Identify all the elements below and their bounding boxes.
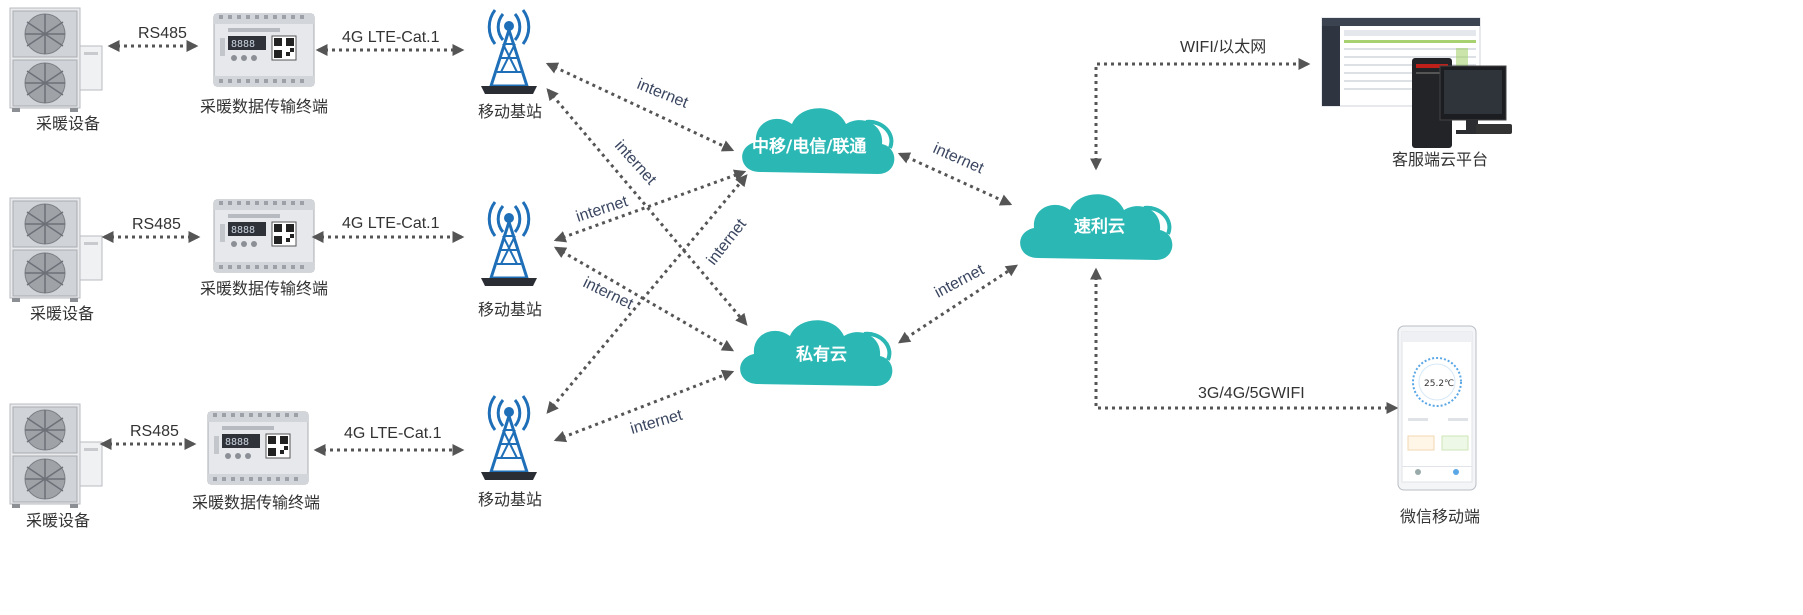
cell-tower-3 (479, 394, 539, 482)
data-terminal-1 (212, 12, 316, 88)
terminal-label-3: 采暖数据传输终端 (192, 493, 320, 512)
internet-label-6: internet (628, 407, 685, 438)
cell-tower-1 (479, 8, 539, 96)
data-terminal-2 (212, 198, 316, 274)
operator-cloud-label: 中移/电信/联通 (752, 136, 866, 157)
phone-temperature: 25.2℃ (1424, 379, 1454, 389)
internet-label-4: internet (704, 216, 751, 269)
protocol-label-2: RS485 (132, 216, 181, 233)
protocol-label-1: RS485 (138, 25, 187, 42)
private-cloud-label: 私有云 (796, 344, 847, 365)
link-suli-platform (1090, 58, 1311, 171)
station-label-1: 移动基站 (478, 102, 542, 121)
internet-label-3: internet (574, 193, 631, 226)
terminal-label-1: 采暖数据传输终端 (200, 97, 328, 116)
link-operator-suli (897, 152, 1013, 206)
device-label-3: 采暖设备 (26, 511, 90, 530)
data-terminal-3 (206, 410, 310, 486)
desktop-computer-icon (1321, 17, 1512, 148)
cell-tower-2 (479, 200, 539, 288)
internet-label-2: internet (611, 137, 660, 188)
link-label-3: 4G LTE-Cat.1 (344, 425, 442, 442)
link-t1-private (546, 88, 748, 326)
station-label-3: 移动基站 (478, 490, 542, 509)
mobile-label: 微信移动端 (1400, 507, 1480, 526)
hvac-unit-1 (9, 7, 103, 113)
platform-label: 客服端云平台 (1392, 150, 1488, 169)
terminal-label-2: 采暖数据传输终端 (200, 279, 328, 298)
wifi-link-label: WIFI/以太网 (1180, 38, 1266, 56)
internet-label-1: internet (635, 76, 691, 112)
station-label-2: 移动基站 (478, 300, 542, 319)
mobile-link-label: 3G/4G/5GWIFI (1198, 385, 1305, 402)
hvac-unit-3 (9, 403, 103, 509)
link-private-suli (897, 264, 1019, 344)
link-suli-mobile (1090, 267, 1399, 414)
mobile-phone-icon (1397, 325, 1477, 491)
suli-cloud-label: 速利云 (1074, 216, 1125, 237)
link-label-2: 4G LTE-Cat.1 (342, 215, 440, 232)
device-label-1: 采暖设备 (36, 114, 100, 133)
hvac-unit-2 (9, 197, 103, 303)
link-label-1: 4G LTE-Cat.1 (342, 29, 440, 46)
internet-label-5: internet (580, 274, 636, 313)
internet-label-8: internet (932, 261, 988, 301)
protocol-label-3: RS485 (130, 423, 179, 440)
device-label-2: 采暖设备 (30, 304, 94, 323)
